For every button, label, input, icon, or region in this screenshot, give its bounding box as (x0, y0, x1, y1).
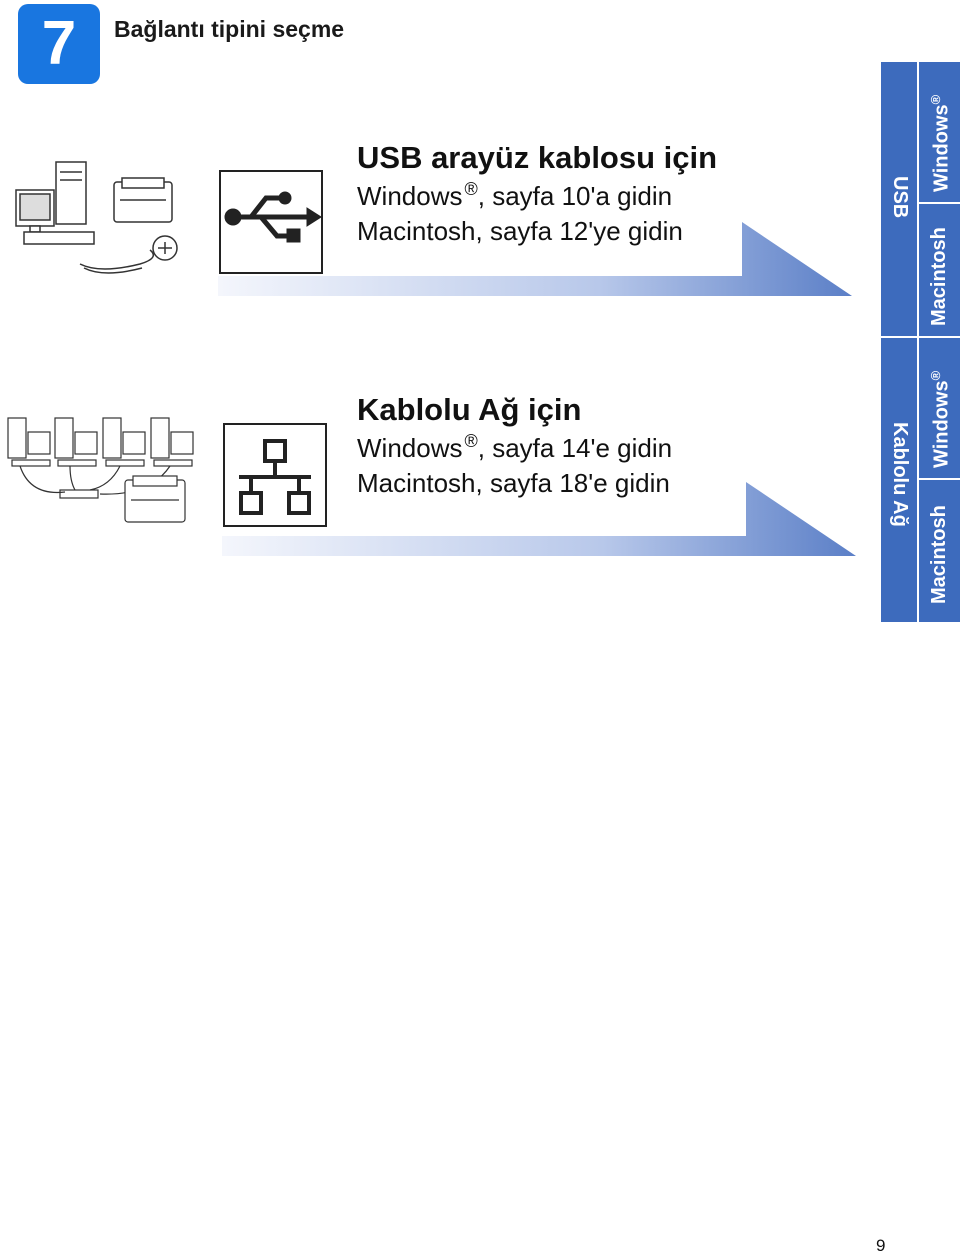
registered-mark: ® (464, 179, 478, 199)
network-arrow-band (222, 482, 856, 556)
tab-usb-macintosh-label: Macintosh (928, 227, 950, 326)
usb-mac-line: Macintosh, sayfa 12'ye gidin (357, 216, 683, 246)
network-heading: Kablolu Ağ için (357, 392, 582, 427)
tab-usb (881, 62, 917, 336)
usb-windows-line: Windows®, sayfa 10'a gidin (357, 179, 673, 212)
usb-heading: USB arayüz kablosu için (357, 140, 718, 175)
tab-usb-macintosh (919, 204, 960, 336)
network-icon-box (223, 423, 327, 527)
tab-network-windows-label: Windows® (928, 371, 954, 468)
network-windows-label: Windows (357, 433, 463, 463)
tab-usb-windows (919, 62, 960, 202)
tab-usb-label: USB (889, 176, 911, 219)
network-computers-printer-illustration (7, 417, 194, 523)
usb-windows-page: , sayfa 10'a gidin (477, 181, 673, 211)
page-number: 9 (876, 1236, 886, 1255)
tab-network-macintosh (919, 480, 960, 622)
tab-network-label: Kablolu Ağ (889, 422, 911, 527)
registered-mark: ® (928, 370, 943, 381)
windows-text: Windows (930, 104, 953, 192)
usb-windows-label: Windows (357, 181, 463, 211)
usb-computer-printer-illustration (15, 161, 178, 274)
network-mac-line: Macintosh, sayfa 18'e gidin (357, 468, 670, 498)
usb-icon (224, 191, 322, 243)
usb-arrow-band (218, 222, 852, 296)
network-windows-line: Windows®, sayfa 14'e gidin (357, 431, 673, 464)
network-windows-page: , sayfa 14'e gidin (477, 433, 673, 463)
page-title: Bağlantı tipini seçme (114, 16, 345, 42)
tab-network-macintosh-label: Macintosh (928, 505, 950, 604)
registered-mark: ® (464, 431, 478, 451)
registered-mark: ® (928, 94, 943, 105)
step-number-badge: 7 (18, 4, 100, 84)
windows-text: Windows (930, 380, 953, 468)
usb-icon-box (219, 170, 323, 274)
tab-usb-windows-label: Windows® (928, 95, 954, 192)
tab-network (881, 338, 917, 622)
network-icon (239, 439, 311, 515)
tab-network-windows (919, 338, 960, 478)
